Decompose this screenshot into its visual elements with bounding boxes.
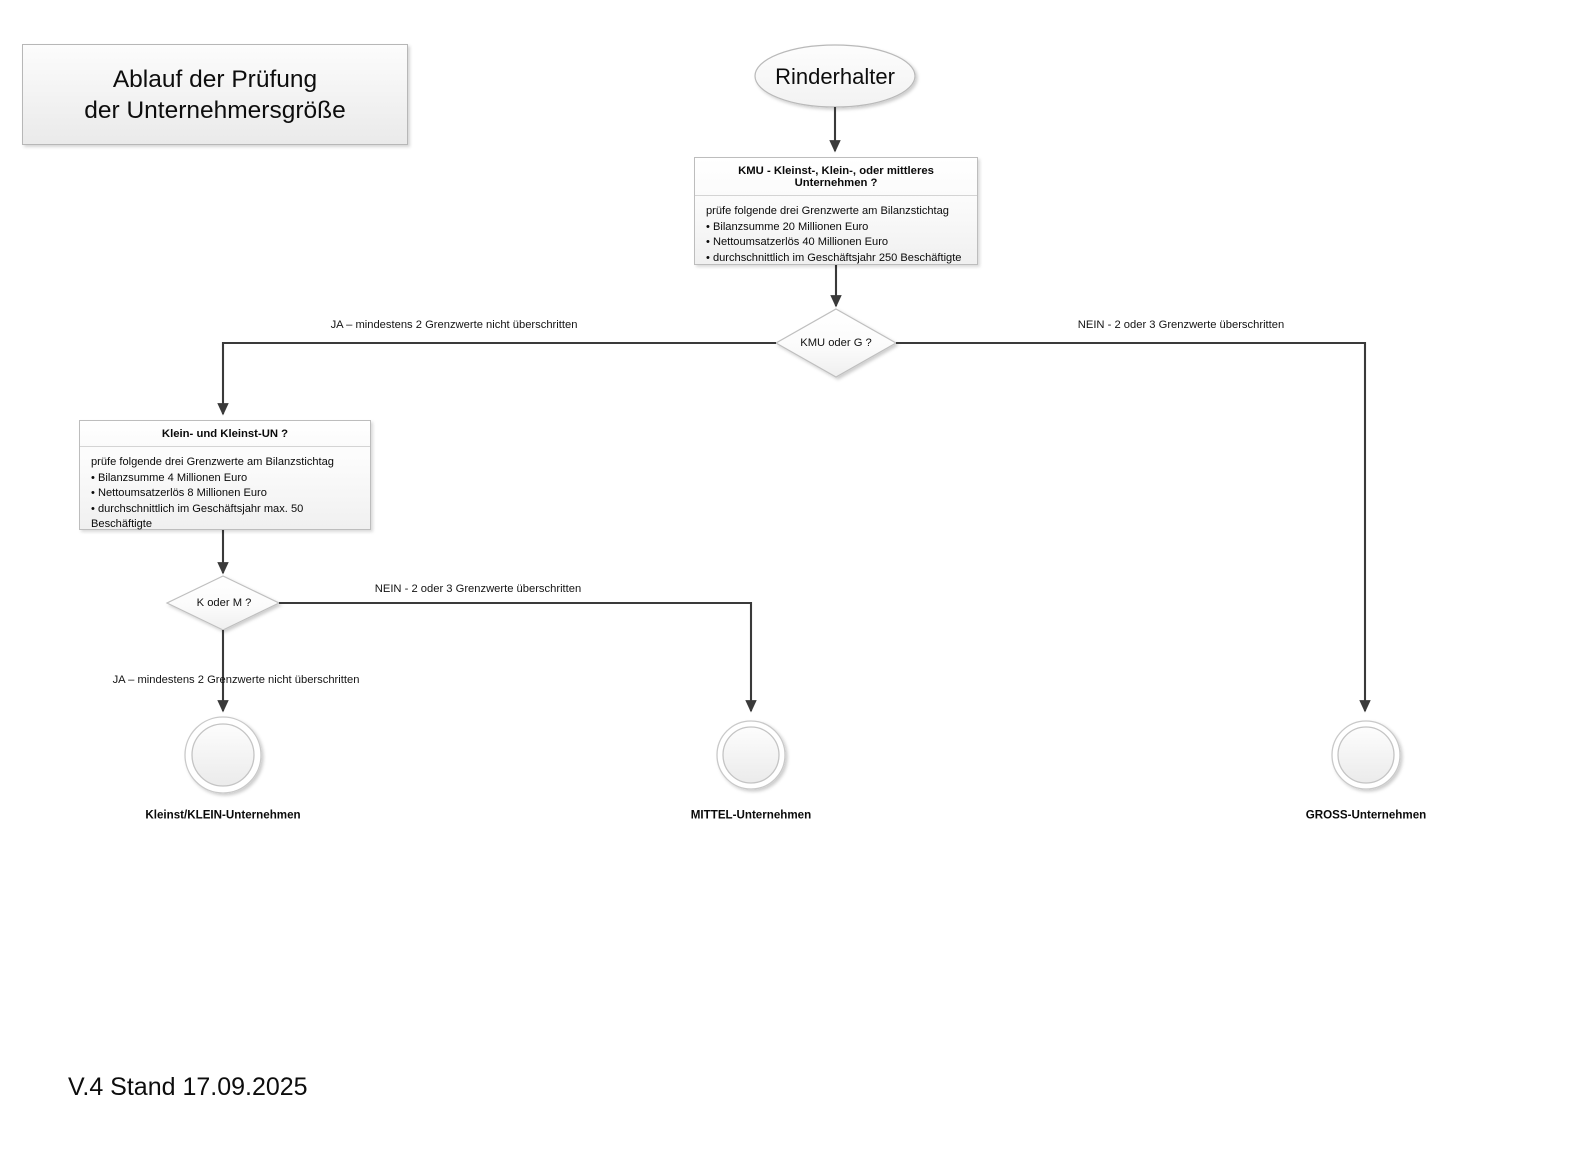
decision-node-kmu-oder-g bbox=[774, 308, 898, 378]
footer-version-text: V.4 Stand 17.09.2025 bbox=[68, 1073, 308, 1101]
diagram-title-line-1: Ablauf der Prüfung bbox=[112, 65, 318, 93]
process-box-klein-lead: prüfe folgende drei Grenzwerte am Bilanz… bbox=[91, 456, 334, 468]
connector-decision1-nein-to-gross bbox=[896, 341, 1371, 713]
end-node-label-gross: GROSS-Unternehmen bbox=[1305, 808, 1427, 822]
connector-decision2-nein-to-mittel bbox=[279, 601, 757, 713]
edge-label-decision1-ja: JA – mindestens 2 Grenzwerte nicht übers… bbox=[330, 319, 578, 331]
decision-label-k-oder-m: K oder M ? bbox=[196, 597, 252, 609]
process-box-klein-bullet-3: • durchschnittlich im Geschäftsjahr max.… bbox=[91, 502, 304, 531]
edge-label-decision2-nein: NEIN - 2 oder 3 Grenzwerte überschritten bbox=[374, 583, 582, 595]
start-node-label: Rinderhalter bbox=[775, 64, 895, 89]
edge-label-decision2-ja: JA – mindestens 2 Grenzwerte nicht übers… bbox=[112, 674, 360, 686]
process-box-kmu-bullet-2: • Nettoumsatzerlös 40 Millionen Euro bbox=[706, 236, 889, 249]
end-node-label-mittel: MITTEL-Unternehmen bbox=[690, 808, 812, 822]
process-box-kmu-bullet-3: • durchschnittlich im Geschäftsjahr 250 … bbox=[706, 251, 962, 264]
process-box-klein-header: Klein- und Kleinst-UN ? bbox=[80, 421, 370, 447]
process-box-klein-body: prüfe folgende drei Grenzwerte am Bilanz… bbox=[80, 447, 370, 541]
diagram-title-box: Ablauf der Prüfung der Unternehmersgröße bbox=[22, 44, 408, 145]
process-box-klein-bullet-1: • Bilanzsumme 4 Millionen Euro bbox=[91, 471, 248, 484]
process-box-klein-bullet-2: • Nettoumsatzerlös 8 Millionen Euro bbox=[91, 487, 267, 500]
end-node-kleinst-klein bbox=[184, 716, 262, 794]
decision-label-kmu-oder-g: KMU oder G ? bbox=[800, 337, 872, 349]
connector-decision1-ja-to-klein bbox=[217, 341, 776, 416]
edge-label-decision1-nein: NEIN - 2 oder 3 Grenzwerte überschritten bbox=[1077, 319, 1285, 331]
end-node-mittel bbox=[716, 720, 786, 790]
end-node-label-kleinst-klein: Kleinst/KLEIN-Unternehmen bbox=[145, 808, 301, 822]
process-box-kmu-header: KMU - Kleinst-, Klein-, oder mittleres U… bbox=[695, 158, 977, 196]
diagram-title-line-2: der Unternehmersgröße bbox=[84, 96, 346, 124]
process-box-kmu-bullet-1: • Bilanzsumme 20 Millionen Euro bbox=[706, 220, 869, 233]
process-box-kmu-lead: prüfe folgende drei Grenzwerte am Bilanz… bbox=[706, 205, 949, 217]
process-box-klein: Klein- und Kleinst-UN ? prüfe folgende d… bbox=[79, 420, 371, 530]
process-box-kmu: KMU - Kleinst-, Klein-, oder mittleres U… bbox=[694, 157, 978, 265]
end-node-gross bbox=[1331, 720, 1401, 790]
process-box-kmu-body: prüfe folgende drei Grenzwerte am Bilanz… bbox=[695, 196, 977, 274]
